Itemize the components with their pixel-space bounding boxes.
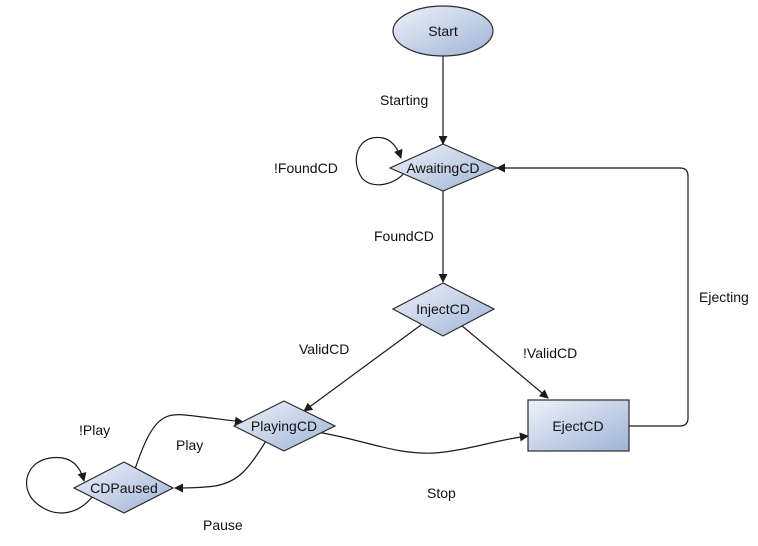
edge-label-not-found: !FoundCD	[274, 160, 338, 176]
edge-not-found-loop	[355, 136, 406, 186]
edge-play	[134, 413, 244, 470]
edge-label-not-valid: !ValidCD	[523, 345, 577, 361]
edge-stop	[316, 431, 529, 454]
edge-not-valid	[460, 324, 549, 399]
node-awaiting-cd-label: AwaitingCD	[407, 160, 480, 176]
edge-label-found: FoundCD	[374, 228, 434, 244]
node-playing-cd-label: PlayingCD	[251, 418, 317, 434]
node-cd-paused[interactable]: CDPaused	[72, 461, 175, 514]
edge-label-ejecting: Ejecting	[699, 289, 749, 305]
edge-label-pause: Pause	[203, 517, 243, 533]
node-inject-cd-label: InjectCD	[416, 301, 470, 317]
node-start[interactable]: Start	[392, 5, 494, 57]
node-eject-cd[interactable]: EjectCD	[527, 399, 630, 452]
node-start-label: Start	[428, 23, 458, 39]
node-playing-cd[interactable]: PlayingCD	[232, 400, 337, 452]
edge-valid	[303, 324, 422, 412]
edge-pause	[174, 440, 267, 493]
node-cd-paused-label: CDPaused	[90, 480, 158, 496]
edge-not-play-loop	[26, 456, 96, 514]
edge-label-starting: Starting	[380, 92, 428, 108]
edge-label-valid: ValidCD	[299, 341, 349, 357]
edge-ejecting	[496, 163, 689, 427]
edge-label-play: Play	[176, 437, 203, 453]
edge-label-stop: Stop	[427, 485, 456, 501]
node-inject-cd[interactable]: InjectCD	[391, 282, 496, 337]
node-eject-cd-label: EjectCD	[552, 418, 603, 434]
node-awaiting-cd[interactable]: AwaitingCD	[388, 143, 499, 192]
edge-label-not-play: !Play	[79, 422, 110, 438]
